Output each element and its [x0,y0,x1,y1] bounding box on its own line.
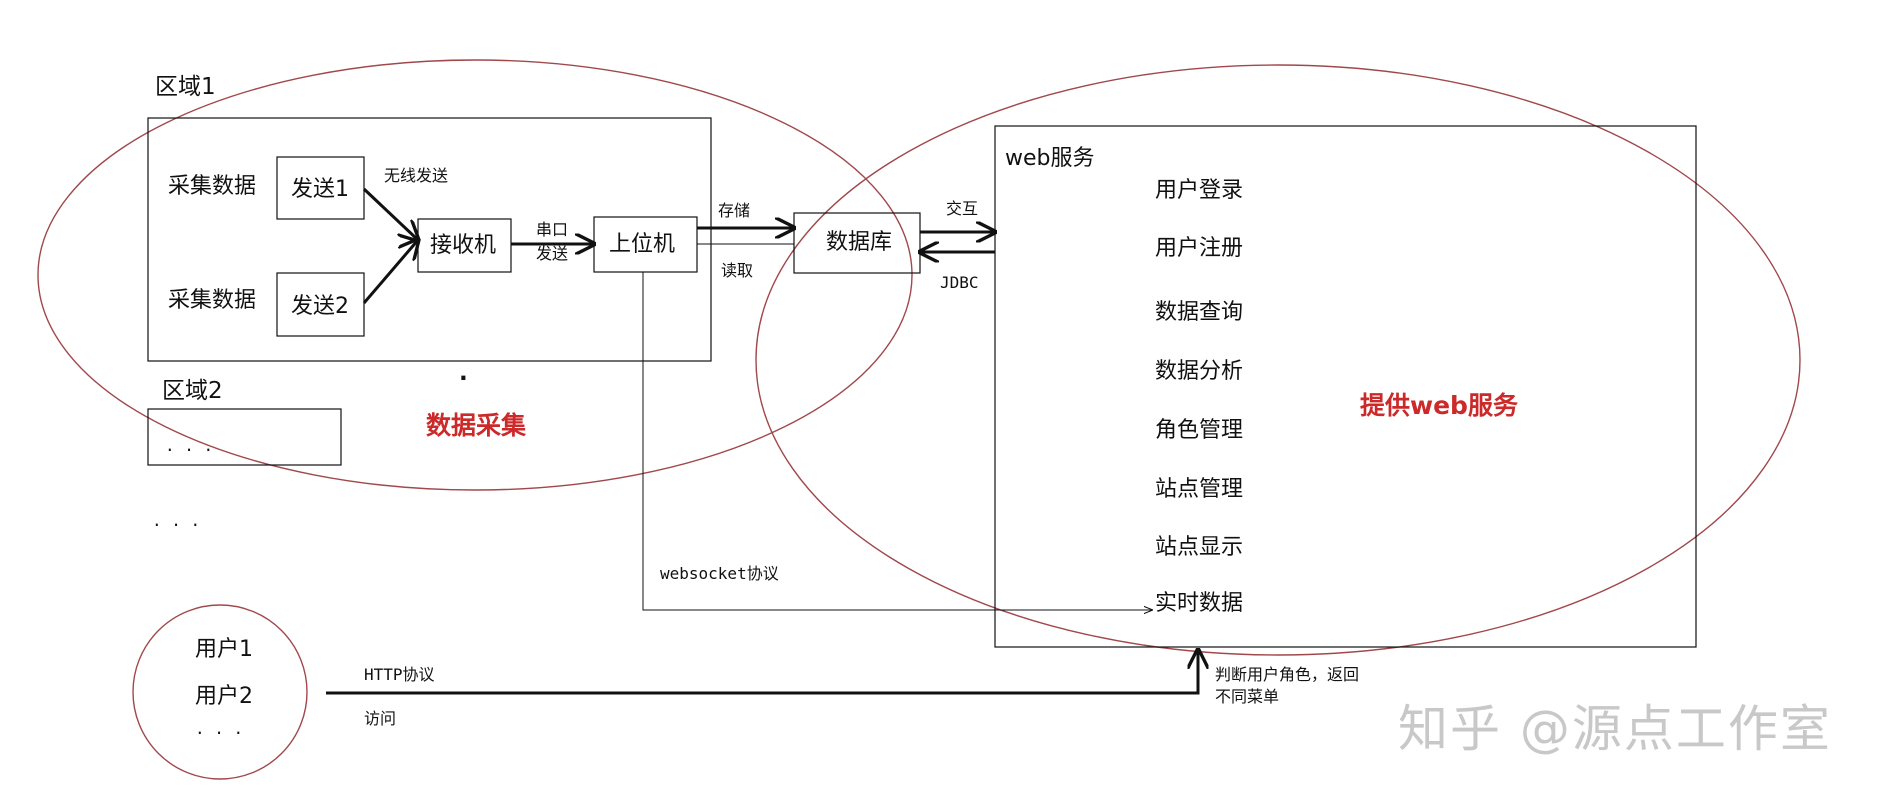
serial-label-line1: 串口 [536,220,569,239]
users-dots: . . . [195,719,244,738]
users-circle [132,604,308,780]
store-label: 存储 [718,201,751,220]
jdbc-label: JDBC [940,273,979,292]
region2-box [147,408,342,466]
arrow-send1-receiver [362,187,418,240]
arrow-send2-receiver [362,240,418,304]
websocket-path [642,272,1152,610]
read-label: 读取 [721,261,754,280]
send1-label: 发送1 [291,177,349,202]
web-item-role-management: 角色管理 [1155,418,1244,443]
role-menu-note: 判断用户角色，返回不同菜单 [1215,665,1360,706]
region2-dots: . . . [165,436,214,455]
send2-label: 发送2 [291,294,349,319]
visit-label: 访问 [364,709,397,728]
send1-box [276,156,365,220]
websocket-label: websocket协议 [660,564,779,583]
web-item-site-management: 站点管理 [1155,477,1244,502]
collect-data-label-1: 采集数据 [168,174,257,199]
user2-label: 用户2 [195,684,253,709]
data-collection-ellipse [37,59,913,491]
interact-label: 交互 [946,199,979,218]
web-service-title: web服务 [1005,146,1095,171]
watermark: 知乎 @源点工作室 [1398,700,1832,758]
send2-box [276,272,365,337]
serial-label-line2: 发送 [536,244,569,263]
collect-data-label-2: 采集数据 [168,288,257,313]
collection-dot: . [459,360,468,386]
region2-title: 区域2 [162,378,223,404]
web-item-data-query: 数据查询 [1155,300,1244,325]
database-label: 数据库 [826,230,893,255]
more-regions-dots: . . . [152,511,201,530]
web-item-login: 用户登录 [1155,178,1244,203]
web-item-site-display: 站点显示 [1155,535,1244,560]
http-label: HTTP协议 [364,665,435,684]
web-service-annotation: 提供web服务 [1360,391,1518,420]
region1-title: 区域1 [155,74,216,100]
host-label: 上位机 [609,232,676,257]
web-service-ellipse [755,64,1801,656]
region1-box [147,117,712,362]
data-collection-annotation: 数据采集 [426,411,527,440]
wireless-send-label: 无线发送 [384,166,449,185]
http-path [326,650,1198,695]
receiver-label: 接收机 [430,233,497,258]
web-item-data-analysis: 数据分析 [1155,359,1244,384]
web-item-realtime-data: 实时数据 [1155,591,1244,616]
web-item-register: 用户注册 [1155,236,1244,261]
user1-label: 用户1 [195,637,253,662]
web-service-box [994,125,1697,648]
